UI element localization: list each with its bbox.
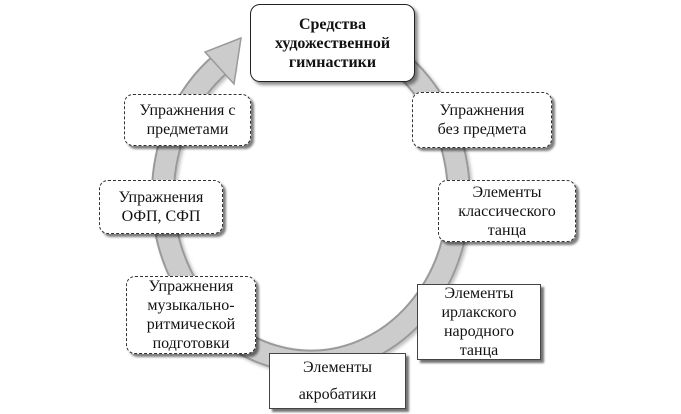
node-ofp-sfp-exercises: Упражнения ОФП, СФП <box>99 180 223 234</box>
node-exercises-with-apparatus: Упражнения с предметами <box>124 94 251 146</box>
node-line: Упражнения <box>118 189 204 206</box>
node-music-rhythm-exercises: Упражнения музыкально- ритмической подго… <box>126 276 256 354</box>
node-classical-dance-elements: Элементы классического танца <box>438 180 576 242</box>
center-line-1: Средства <box>298 15 367 33</box>
node-line: народного <box>443 323 515 340</box>
node-line: танца <box>487 221 527 239</box>
ring-arrowhead <box>203 36 242 86</box>
center-line-2: художественной <box>274 34 391 52</box>
node-line: классического <box>458 202 556 220</box>
center-line-3: гимнастики <box>288 53 377 71</box>
node-line: Элементы <box>303 359 372 376</box>
node-line: Упражнения <box>148 278 234 295</box>
node-line: Упражнения <box>439 102 525 119</box>
node-exercises-without-apparatus: Упражнения без предмета <box>412 92 552 148</box>
node-folk-dance-elements: Элементы ирлакского народного танца <box>417 284 541 360</box>
node-line: предметами <box>146 121 229 138</box>
node-line: без предмета <box>437 121 527 138</box>
node-line: Элементы <box>444 285 514 302</box>
node-line: танца <box>459 342 499 359</box>
node-acrobatics-elements: Элементы акробатики <box>269 353 406 409</box>
node-line: Упражнения с <box>139 102 236 119</box>
node-line: Элементы <box>472 183 542 201</box>
node-line: ритмической <box>146 316 236 333</box>
node-line: ирлакского <box>441 304 517 321</box>
node-line: подготовки <box>152 335 230 352</box>
node-line: акробатики <box>298 386 377 403</box>
center-node-gymnastics-means: Средства художественной гимнастики <box>250 4 415 82</box>
node-line: ОФП, СФП <box>121 208 201 225</box>
node-line: музыкально- <box>147 297 235 314</box>
